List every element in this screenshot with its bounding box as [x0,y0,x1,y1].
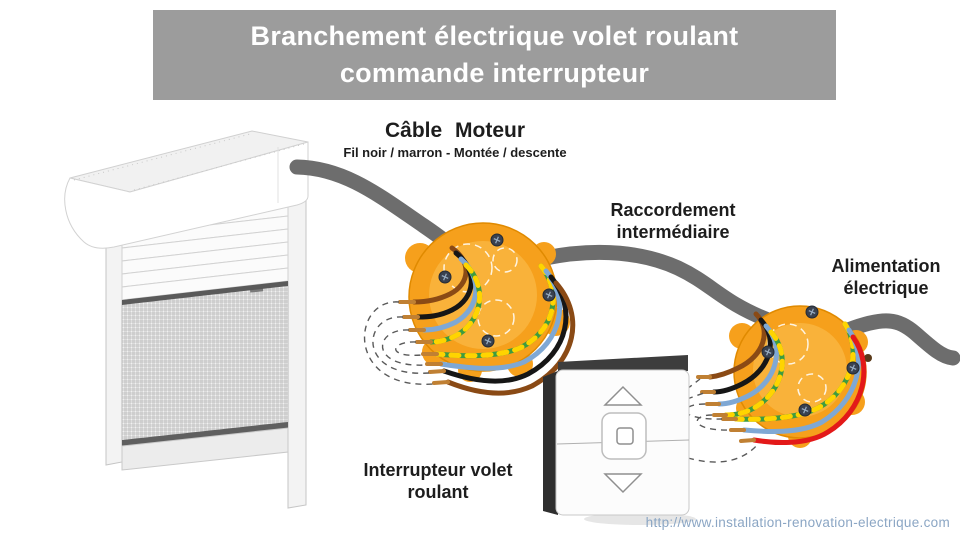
label-intermediate-connection: Raccordement intermédiaire [583,199,763,243]
intermediate-line-2: intermédiaire [616,222,730,242]
roller-shutter-illustration [64,130,309,509]
housing-dotted-edges [73,133,305,191]
down-arrow-icon [603,473,643,494]
junction-box-1-screws [438,233,556,348]
shutter-housing-front [64,141,309,249]
motor-cable-title: Câble Moteur [384,119,525,142]
junction-box-1-connection-dashes [363,301,434,385]
title-banner: Branchement électrique volet roulant com… [153,10,836,100]
power-line-1: Alimentation [831,256,941,276]
junction-box-body [405,222,570,382]
label-power-supply: Alimentation électrique [811,255,960,299]
switch-line-1: Interrupteur volet [363,460,513,480]
box-knockout [864,354,872,362]
junction-box-2-wires [696,311,867,446]
wire-copper-tips [398,300,450,385]
website-url-link[interactable]: http://www.installation-renovation-elect… [645,515,950,530]
junction-box-power [685,305,872,463]
motor-cable-subtitle: Fil noir / marron - Montée / descente [343,145,567,160]
slat-shadow-strip [122,281,288,305]
title-line-1: Branchement électrique volet roulant [250,21,739,51]
power-line-2: électrique [843,278,929,298]
shutter-right-rail [287,188,307,509]
wire-copper-tips [696,375,756,443]
roller-shutter-switch [543,355,696,525]
junction-box-intermediate [363,222,576,396]
title-line-2: commande interrupteur [339,58,650,88]
up-arrow-icon [603,385,643,406]
label-motor-cable: Câble Moteur Fil noir / marron - Montée … [305,119,605,161]
label-switch: Interrupteur volet roulant [338,459,538,503]
switch-frame-left [543,371,558,515]
intermediate-cable [537,244,776,328]
supply-cable [840,313,960,366]
shutter-left-rail [105,210,123,466]
intermediate-line-1: Raccordement [610,200,736,220]
stop-square-icon [616,427,634,445]
switch-shadow [584,513,696,525]
switch-line-2: roulant [407,482,469,502]
shutter-bottom-bar [121,427,289,471]
stop-button [601,412,647,460]
junction-box-2-screws [761,305,860,417]
